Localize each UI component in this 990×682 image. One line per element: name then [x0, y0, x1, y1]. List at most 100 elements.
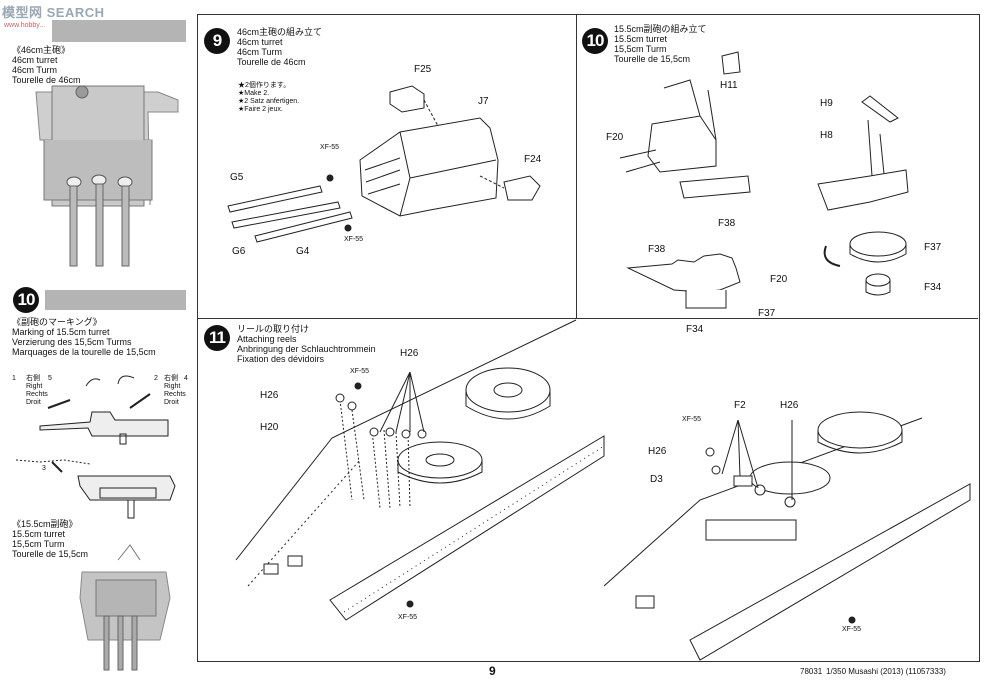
part-h11: H11	[720, 80, 738, 91]
kit-code: 78031	[800, 667, 823, 676]
right-en-1: Right	[26, 383, 43, 390]
step11-fr: Fixation des dévidoirs	[237, 354, 325, 364]
step10-number: 10	[582, 28, 608, 54]
right-side-label-1: 右側 Right Rechts Droit	[26, 375, 48, 407]
note-de: ★2 Satz anfertigen.	[238, 98, 300, 105]
step9-en: 46cm turret	[237, 37, 283, 47]
part-h26-d: H26	[648, 446, 667, 457]
watermark-logo: 模型网 SEARCH	[2, 2, 105, 21]
step10-ja: 15.5cm副砲の組み立て	[614, 24, 707, 34]
step10-de: 15,5cm Turm	[614, 44, 667, 54]
step9-number: 9	[204, 28, 230, 54]
part-f34-b: F34	[686, 324, 704, 335]
part-f20-a: F20	[606, 132, 624, 143]
divider-horizontal	[197, 318, 978, 319]
decal-num-5: 5	[48, 375, 52, 382]
part-g5: G5	[230, 172, 244, 183]
part-f25: F25	[414, 64, 432, 75]
part-h26-c: H26	[780, 400, 799, 411]
paint-xf55-f: XF-55	[842, 626, 862, 633]
watermark-logo-text: 模型网	[2, 5, 43, 20]
right-fr-1: Droit	[26, 399, 41, 406]
secondary-turret-photo	[79, 544, 171, 671]
sec-turret-en: 15.5cm turret	[12, 529, 66, 539]
step10-fr: Tourelle de 15,5cm	[614, 54, 691, 64]
paint-xf55-d: XF-55	[398, 614, 418, 621]
note-fr: ★Faire 2 jeux.	[238, 106, 283, 113]
main-turret-photo	[35, 85, 179, 267]
sec-turret-de: 15,5cm Turm	[12, 539, 65, 549]
part-f38-b: F38	[648, 244, 666, 255]
page-number: 9	[489, 664, 496, 678]
divider-vertical	[576, 14, 577, 319]
part-f20-b: F20	[770, 274, 788, 285]
paint-xf55-c: XF-55	[350, 368, 370, 375]
part-j7: J7	[478, 96, 489, 107]
step10-marking-bar	[45, 290, 186, 310]
step10-title: 15.5cm副砲の組み立て 15.5cm turret 15,5cm Turm …	[614, 24, 707, 64]
part-f34-a: F34	[924, 282, 942, 293]
part-h8: H8	[820, 130, 833, 141]
step10-marking-number: 10	[13, 287, 39, 313]
step10-drawing	[619, 51, 909, 309]
step11-ja: リールの取り付け	[237, 324, 310, 334]
decal-num-4: 4	[184, 375, 188, 382]
part-h26-b: H26	[400, 348, 419, 359]
step9-drawing	[227, 85, 541, 243]
step10-en: 15.5cm turret	[614, 34, 668, 44]
part-g4: G4	[296, 246, 310, 257]
part-h20: H20	[260, 422, 279, 433]
step9-de: 46cm Turm	[237, 47, 283, 57]
note-ja: ★2個作ります。	[238, 82, 291, 89]
marking-de: Verzierung des 15,5cm Turms	[12, 337, 132, 347]
step11-en: Attaching reels	[237, 334, 297, 344]
secondary-turret-label: 《15.5cm副砲》 15.5cm turret 15,5cm Turm Tou…	[12, 519, 88, 559]
decal-num-1: 1	[12, 375, 16, 382]
right-de-1: Rechts	[26, 391, 48, 398]
watermark-search-text: SEARCH	[46, 5, 105, 20]
paint-xf55-e: XF-55	[682, 416, 702, 423]
note-en: ★Make 2.	[238, 90, 270, 97]
step9-title: 46cm主砲の組み立て 46cm turret 46cm Turm Tourel…	[237, 27, 322, 67]
part-g6: G6	[232, 246, 246, 257]
right-side-label-2: 右側 Right Rechts Droit	[164, 375, 186, 407]
paint-xf55-a: XF-55	[320, 144, 340, 151]
part-f24: F24	[524, 154, 542, 165]
main-turret-en: 46cm turret	[12, 55, 58, 65]
marking-fr: Marquages de la tourelle de 15,5cm	[12, 347, 156, 357]
marking-diagram	[15, 375, 176, 519]
part-f38-a: F38	[718, 218, 736, 229]
instruction-frame	[197, 14, 980, 662]
part-h26-a: H26	[260, 390, 279, 401]
step9-note: ★2個作ります。 ★Make 2. ★2 Satz anfertigen. ★F…	[238, 82, 299, 114]
watermark-url: www.hobby...	[4, 22, 46, 29]
step11-drawing	[235, 319, 971, 661]
step11-de: Anbringung der Schlauchtrommein	[237, 344, 376, 354]
part-f37-b: F37	[758, 308, 776, 319]
sec-turret-ja: 《15.5cm副砲》	[12, 519, 78, 529]
right-en-2: Right	[164, 383, 181, 390]
main-turret-label: 《46cm主砲》 46cm turret 46cm Turm Tourelle …	[12, 45, 81, 85]
kit-title: 1/350 Musashi (2013) (11057333)	[826, 667, 946, 676]
decal-num-3: 3	[42, 465, 46, 472]
part-h9: H9	[820, 98, 833, 109]
paint-xf55-b: XF-55	[344, 236, 364, 243]
step9-ja: 46cm主砲の組み立て	[237, 27, 323, 37]
step10-marking-text: 《副砲のマーキング》 Marking of 15.5cm turret Verz…	[12, 317, 156, 357]
main-turret-ja: 《46cm主砲》	[12, 45, 71, 55]
marking-ja: 《副砲のマーキング》	[12, 317, 102, 327]
marking-en: Marking of 15.5cm turret	[12, 327, 110, 337]
part-d3: D3	[650, 474, 663, 485]
main-turret-de: 46cm Turm	[12, 65, 58, 75]
part-f37-a: F37	[924, 242, 942, 253]
step11-number: 11	[204, 325, 230, 351]
right-fr-2: Droit	[164, 399, 179, 406]
part-f2: F2	[734, 400, 746, 411]
step9-fr: Tourelle de 46cm	[237, 57, 306, 67]
right-ja-2: 右側	[164, 375, 178, 382]
step11-title: リールの取り付け Attaching reels Anbringung der …	[237, 324, 376, 364]
left-top-bar	[52, 20, 186, 42]
main-turret-fr: Tourelle de 46cm	[12, 75, 81, 85]
right-de-2: Rechts	[164, 391, 186, 398]
